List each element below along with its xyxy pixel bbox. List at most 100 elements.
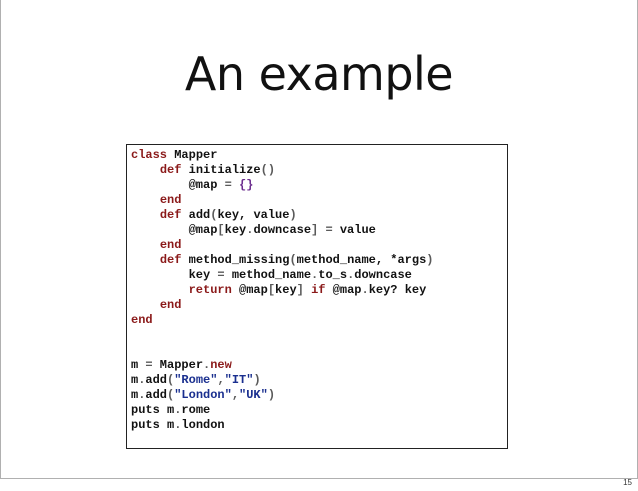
code-token: end — [159, 298, 182, 312]
code-token — [131, 298, 160, 312]
page-number: 15 — [623, 478, 632, 487]
code-token — [304, 283, 311, 297]
code-token: if — [311, 283, 326, 297]
code-token: ( — [167, 373, 175, 387]
code-token: key — [275, 283, 297, 297]
code-token: puts — [131, 418, 160, 432]
code-token: ] — [311, 223, 319, 237]
slide-title: An example — [184, 47, 454, 101]
code-token: end — [159, 238, 182, 252]
code-token: . — [311, 268, 319, 282]
code-token — [131, 253, 160, 267]
code-token: method_missing — [181, 253, 290, 267]
code-token: . — [174, 403, 182, 417]
code-token: . — [347, 268, 355, 282]
code-token — [131, 283, 189, 297]
code-token: () — [260, 163, 276, 177]
code-line — [131, 328, 433, 343]
code-token: method_name — [224, 268, 312, 282]
code-line: m.add("Rome","IT") — [131, 373, 433, 388]
code-line: end — [131, 193, 433, 208]
code-line: class Mapper — [131, 148, 433, 163]
code-token: value — [332, 223, 376, 237]
code-token: london — [181, 418, 225, 432]
code-token: ( — [167, 388, 175, 402]
code-token: key, value — [217, 208, 290, 222]
code-token: [ — [267, 283, 276, 297]
code-token: ) — [267, 388, 276, 402]
code-token: key — [224, 223, 247, 237]
code-token: key? key — [368, 283, 427, 297]
code-token — [131, 193, 160, 207]
code-token: downcase — [354, 268, 412, 282]
code-token: m — [159, 403, 175, 417]
code-line: end — [131, 238, 433, 253]
code-token: ( — [210, 208, 218, 222]
code-token: ) — [289, 208, 297, 222]
code-token: . — [138, 388, 146, 402]
code-token: ( — [289, 253, 297, 267]
code-token — [131, 163, 160, 177]
code-token: add — [181, 208, 211, 222]
code-token: new — [210, 358, 232, 372]
code-token: to_s — [318, 268, 348, 282]
code-token: Mapper — [167, 148, 218, 162]
code-token: @map — [325, 283, 362, 297]
code-token: "Rome" — [174, 373, 218, 387]
code-token: . — [138, 373, 146, 387]
code-token: def — [159, 163, 182, 177]
code-token: puts — [131, 403, 160, 417]
code-line: puts m.rome — [131, 403, 433, 418]
code-token: def — [159, 253, 182, 267]
code-token: = — [217, 268, 225, 282]
code-token: add — [145, 373, 168, 387]
code-line: def method_missing(method_name, *args) — [131, 253, 434, 268]
code-token: m — [159, 418, 175, 432]
code-token: Mapper — [152, 358, 204, 372]
code-token: ) — [253, 373, 261, 387]
code-token: , — [231, 388, 240, 402]
code-token: . — [203, 358, 211, 372]
code-line: puts m.london — [131, 418, 433, 433]
code-listing: class Mapper def initialize() @map = {} … — [131, 148, 433, 433]
code-line: @map[key.downcase] = value — [131, 223, 433, 238]
code-token: = — [325, 223, 333, 237]
code-token: "IT" — [224, 373, 254, 387]
code-token: ] — [296, 283, 304, 297]
code-token: . — [361, 283, 369, 297]
code-line: def add(key, value) — [131, 208, 433, 223]
code-line: m.add("London","UK") — [131, 388, 433, 403]
code-token: = — [224, 178, 232, 192]
code-token: {} — [231, 178, 254, 192]
code-token — [131, 238, 160, 252]
code-token: m — [131, 358, 146, 372]
code-token: [ — [217, 223, 225, 237]
code-token: downcase — [253, 223, 312, 237]
code-token: initialize — [181, 163, 261, 177]
code-token: method_name, *args — [296, 253, 427, 267]
code-token: @map — [131, 178, 225, 192]
code-token: @map — [231, 283, 268, 297]
code-token: def — [159, 208, 182, 222]
code-token: key — [131, 268, 218, 282]
code-token: rome — [181, 403, 211, 417]
code-token: , — [217, 373, 225, 387]
code-token: . — [246, 223, 254, 237]
code-token: ) — [426, 253, 434, 267]
code-token: end — [159, 193, 182, 207]
code-token: add — [145, 388, 168, 402]
code-token: m — [131, 373, 139, 387]
code-line: m = Mapper.new — [131, 358, 433, 373]
code-token: @map — [131, 223, 218, 237]
code-line: key = method_name.to_s.downcase — [131, 268, 433, 283]
code-block: class Mapper def initialize() @map = {} … — [126, 144, 508, 449]
code-line: return @map[key] if @map.key? key — [131, 283, 433, 298]
code-token: return — [188, 283, 232, 297]
code-line: end — [131, 298, 433, 313]
code-line — [131, 343, 433, 358]
code-token: m — [131, 388, 139, 402]
code-line: def initialize() — [131, 163, 433, 178]
code-token: = — [145, 358, 153, 372]
code-token: "London" — [174, 388, 232, 402]
code-token: . — [174, 418, 182, 432]
